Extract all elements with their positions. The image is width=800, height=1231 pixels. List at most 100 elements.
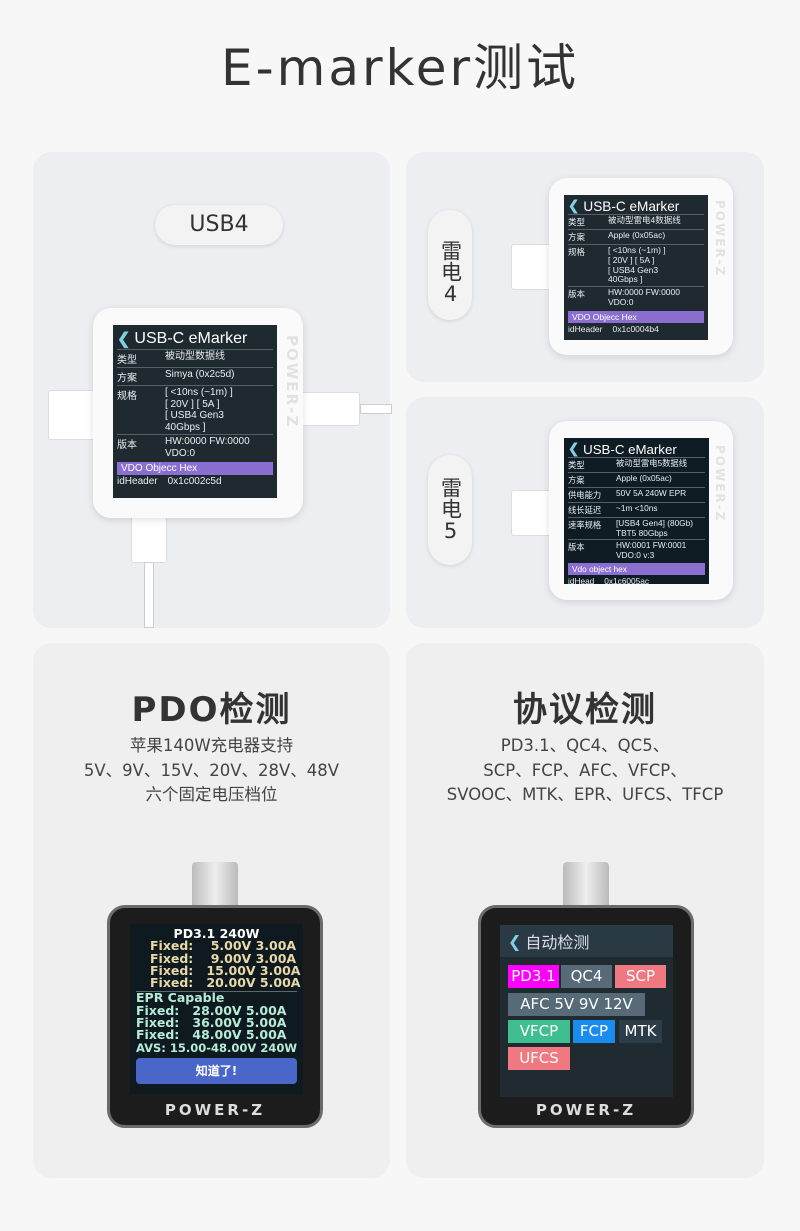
- vdo-hex-bar: VDO Objecc Hex: [568, 310, 704, 323]
- row-value: [ <10ns (~1m) ] [ 20V ] [ 5A ] [ USB4 Ge…: [165, 387, 233, 433]
- pdo-line: AVS: 15.00-48.00V 240W: [136, 1040, 298, 1055]
- vdo-hex-bar: VDO Objecc Hex: [117, 462, 273, 475]
- ok-button[interactable]: 知道了!: [136, 1057, 297, 1084]
- row-key: 类型: [117, 355, 137, 366]
- info-row: 规格 [ <10ns (~1m) ] [ 20V ] [ 5A ] [ USB4 …: [568, 244, 704, 286]
- info-row: 版本 HW:0000 FW:0000 VDO:0: [117, 434, 273, 460]
- pdo-line: Fixed: 15.00V 3.00A: [150, 962, 301, 978]
- brand-logo: POWER-Z: [713, 445, 727, 523]
- row-key: 规格: [117, 391, 137, 402]
- row-value: ~1m <10ns: [616, 503, 658, 513]
- row-value: HW:0000 FW:0000 VDO:0: [608, 287, 680, 307]
- screen-title: USB-C eMarker: [583, 441, 677, 457]
- row-key: 方案: [568, 475, 585, 485]
- info-row: 速率规格 [USB4 Gen4] (80Gb) TBT5 80Gbps: [568, 517, 705, 539]
- screen-title: USB-C eMarker: [134, 330, 248, 347]
- back-chevron-icon[interactable]: ❮: [568, 441, 580, 456]
- back-chevron-icon[interactable]: ❮: [508, 931, 522, 951]
- brand-logo: POWER-Z: [713, 200, 727, 278]
- row-key: 版本: [568, 542, 585, 553]
- pdo-line: Fixed: 5.00V 3.00A: [150, 938, 297, 954]
- tag-scp: SCP: [615, 965, 666, 988]
- row-key: 类型: [568, 217, 586, 227]
- row-value: [USB4 Gen4] (80Gb) TBT5 80Gbps: [616, 518, 694, 538]
- row-value: HW:0000 FW:0000 VDO:0: [165, 436, 250, 459]
- row-value: 50V 5A 240W EPR: [616, 488, 687, 498]
- row-key: 方案: [117, 373, 137, 384]
- cable-plug-left: [48, 390, 96, 440]
- desc-line: 六个固定电压档位: [145, 785, 278, 804]
- pdo-line: Fixed: 28.00V 5.00A: [136, 1002, 287, 1018]
- tb5-label: 雷电5: [428, 455, 472, 565]
- tag-vfcp: VFCP: [508, 1020, 570, 1043]
- protocol-title: 协议检测: [513, 690, 657, 730]
- tag-fcp: FCP: [573, 1020, 615, 1043]
- tag-pd31: PD3.1: [508, 965, 559, 988]
- row-value: Apple (0x05ac): [616, 473, 672, 483]
- info-row: 类型被动型数据线: [117, 349, 273, 367]
- row-value: Simya (0x2c5d): [165, 369, 235, 380]
- pdo-screen: PD3.1 240W Fixed: 5.00V 3.00A Fixed: 9.0…: [130, 924, 303, 1094]
- usb-c-plug: [192, 862, 238, 907]
- id-header-key: idHead: [568, 576, 595, 584]
- tag-ufcs: UFCS: [508, 1047, 570, 1070]
- info-row: 类型 被动型雷电5数据线: [568, 457, 705, 472]
- cable: [144, 562, 154, 628]
- info-row: 版本 HW:0001 FW:0001 VDO:0 v:3: [568, 539, 705, 561]
- info-row: 方案 Apple (0x05ac): [568, 472, 705, 487]
- tag-afc: AFC 5V 9V 12V: [508, 993, 645, 1016]
- desc-line: 5V、9V、15V、20V、28V、48V: [83, 760, 340, 780]
- tb5-emarker-screen: ❮USB-C eMarker 类型 被动型雷电5数据线方案 Apple (0x05ac…: [564, 438, 709, 584]
- info-row: 规格 [ <10ns (~1m) ] [ 20V ] [ 5A ] [ USB4 …: [117, 385, 273, 434]
- row-value: 被动型雷电5数据线: [616, 458, 687, 468]
- cable-plug: [511, 244, 553, 290]
- back-chevron-icon[interactable]: ❮: [117, 331, 131, 348]
- screen-header: ❮USB-C eMarker: [568, 441, 705, 457]
- pdo-line: Fixed: 9.00V 3.00A: [150, 950, 297, 966]
- info-row: 方案 Simya (0x2c5d): [117, 367, 273, 385]
- pdo-line: Fixed: 20.00V 5.00A: [136, 976, 300, 993]
- row-key: 速率规格: [568, 520, 602, 530]
- cable: [360, 404, 392, 414]
- row-value: Apple (0x05ac): [608, 230, 666, 240]
- cable-plug: [511, 490, 553, 536]
- pdo-line: Fixed: 36.00V 5.00A: [136, 1015, 287, 1031]
- tag-mtk: MTK: [619, 1020, 662, 1043]
- desc-line: 苹果140W充电器支持: [129, 736, 294, 755]
- row-key: 供电能力: [568, 490, 602, 500]
- brand-logo: POWER-Z: [283, 335, 301, 429]
- info-row: 供电能力 50V 5A 240W EPR: [568, 487, 705, 502]
- brand-logo: POWER-Z: [535, 1101, 637, 1119]
- row-value: [ <10ns (~1m) ] [ 20V ] [ 5A ] [ USB4 Ge…: [608, 245, 666, 285]
- page-title: E-marker测试: [220, 39, 580, 97]
- tag-qc4: QC4: [561, 965, 612, 988]
- desc-line: PD3.1、QC4、QC5、: [500, 736, 670, 755]
- usb4-label: USB4: [155, 205, 283, 245]
- pdo-description: 苹果140W充电器支持 5V、9V、15V、20V、28V、48V 六个固定电压…: [33, 734, 390, 808]
- tb4-label: 雷电4: [428, 210, 472, 320]
- desc-line: SCP、FCP、AFC、VFCP、: [483, 760, 687, 780]
- row-key: 规格: [568, 247, 586, 257]
- id-header-key: idHeader: [568, 323, 603, 334]
- id-header-value: 0x1c002c5d: [167, 476, 222, 487]
- row-value: 被动型雷电4数据线: [608, 215, 681, 225]
- screen-title: 自动检测: [525, 933, 590, 952]
- protocol-screen: ❮ 自动检测 PD3.1 QC4 SCP AFC 5V 9V 12V VFCP …: [500, 925, 673, 1097]
- row-key: 线长延迟: [568, 505, 602, 515]
- protocol-description: PD3.1、QC4、QC5、 SCP、FCP、AFC、VFCP、 SVOOC、M…: [406, 734, 764, 808]
- pdo-header: PD3.1 240W: [173, 926, 260, 941]
- row-value: HW:0001 FW:0001 VDO:0 v:3: [616, 540, 687, 560]
- screen-title: USB-C eMarker: [583, 198, 680, 214]
- row-key: 版本: [117, 440, 137, 451]
- info-row: 类型 被动型雷电4数据线: [568, 214, 704, 229]
- screen-header: ❮ 自动检测: [500, 925, 673, 957]
- back-chevron-icon[interactable]: ❮: [568, 198, 580, 213]
- pdo-title: PDO检测: [131, 690, 292, 730]
- cable-plug-right: [300, 392, 360, 426]
- row-key: 类型: [568, 460, 585, 470]
- screen-header: ❮USB-C eMarker: [117, 329, 273, 349]
